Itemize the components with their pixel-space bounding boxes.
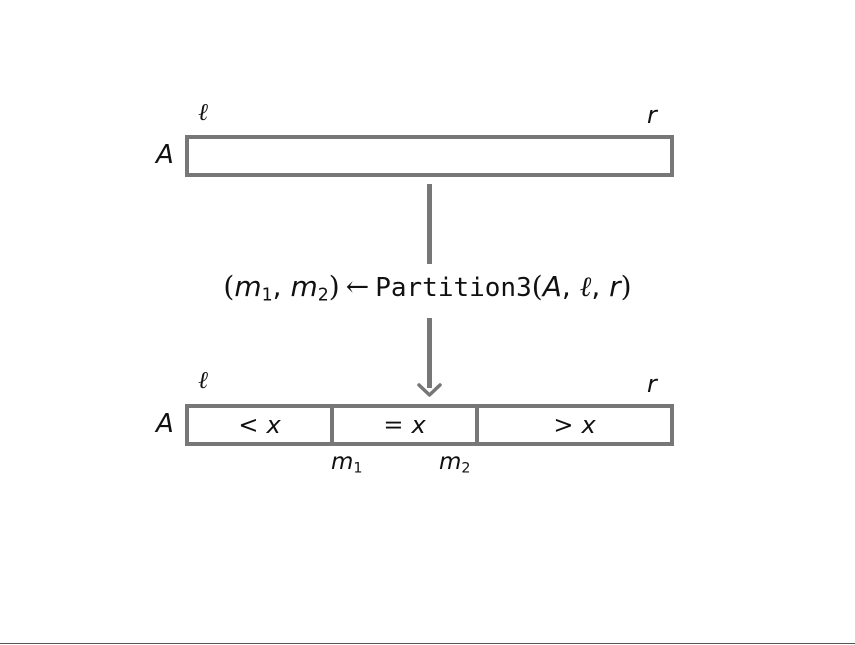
partition-call-caption: (m1, m2)←Partition3(A, ℓ, r) bbox=[0, 270, 855, 305]
caption-function-name: Partition3 bbox=[375, 273, 532, 303]
caption-arg-a: A bbox=[542, 270, 562, 303]
top-array-name-label: A bbox=[156, 140, 174, 170]
cell-greater-than-x: >x bbox=[553, 411, 596, 439]
caption-args-open: ( bbox=[531, 270, 543, 303]
caption-args-close: ) bbox=[620, 270, 632, 303]
caption-m2: m2 bbox=[290, 270, 329, 306]
bottom-array-box: <x =x >x bbox=[185, 404, 674, 446]
caption-arg-sep-1: , bbox=[561, 270, 580, 303]
cell-less-than-x: <x bbox=[238, 411, 281, 439]
caption-open-paren: ( bbox=[223, 270, 235, 303]
caption-close-paren: ) bbox=[328, 270, 340, 303]
assign-arrow-icon: ← bbox=[345, 270, 370, 303]
top-array-box bbox=[185, 135, 674, 177]
bottom-left-index-label: ℓ bbox=[198, 366, 208, 394]
top-left-index-label: ℓ bbox=[198, 98, 208, 126]
caption-comma: , bbox=[272, 270, 291, 303]
caption-arg-sep-2: , bbox=[591, 270, 610, 303]
bottom-right-index-label: r bbox=[647, 370, 657, 398]
arrow-upper-shaft bbox=[427, 184, 432, 264]
cell-equal-x: =x bbox=[383, 411, 426, 439]
partition-divider-m1 bbox=[330, 408, 334, 442]
bottom-array-name-label: A bbox=[156, 409, 174, 439]
arrow-head-icon bbox=[417, 383, 442, 397]
caption-arg-l: ℓ bbox=[579, 270, 592, 303]
slide-bottom-rule bbox=[0, 643, 855, 644]
boundary-label-m2: m2 bbox=[439, 449, 471, 477]
boundary-label-m1: m1 bbox=[331, 449, 363, 477]
caption-m1: m1 bbox=[234, 270, 273, 306]
partition-divider-m2 bbox=[475, 408, 479, 442]
arrow-lower-shaft bbox=[427, 318, 432, 388]
top-right-index-label: r bbox=[647, 101, 657, 129]
caption-arg-r: r bbox=[609, 270, 621, 303]
